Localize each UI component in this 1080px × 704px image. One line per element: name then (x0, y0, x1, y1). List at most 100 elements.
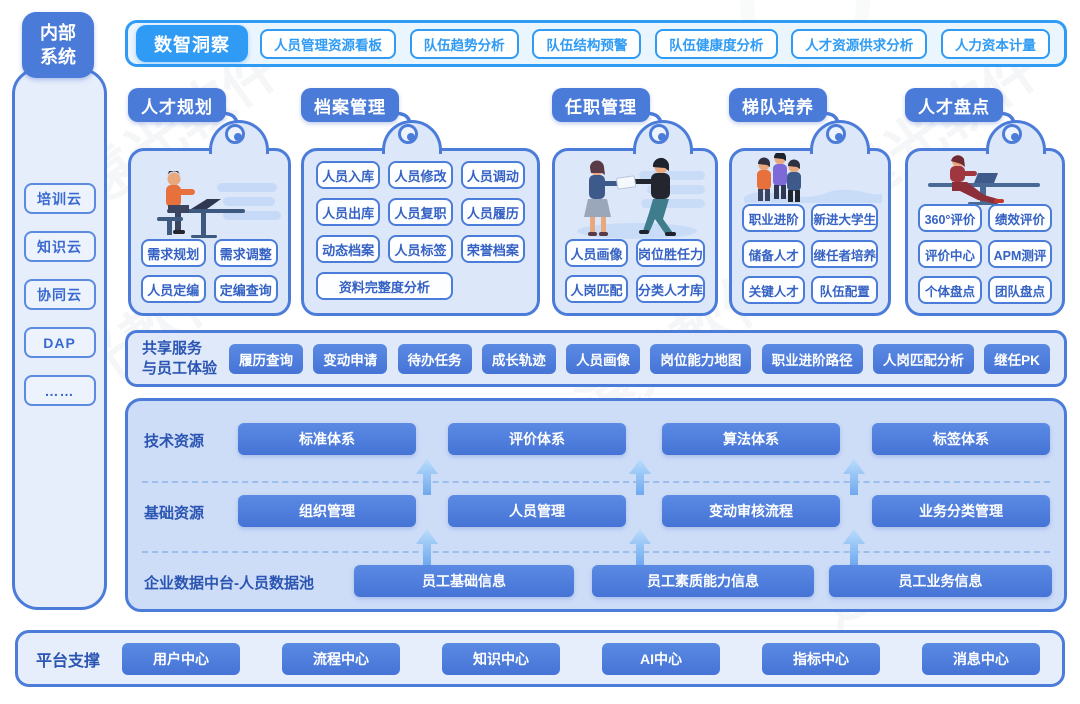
card-button-key-talent[interactable]: 关键人才 (742, 276, 806, 304)
card-button-team-review[interactable]: 团队盘点 (988, 276, 1052, 304)
shared-button-resume-query[interactable]: 履历查询 (229, 343, 304, 374)
card-button-individual-review[interactable]: 个体盘点 (918, 276, 982, 304)
card-button-team-allocation[interactable]: 队伍配置 (811, 276, 878, 304)
archive-management-card: 人员入库 人员修改 人员调动 人员出库 人员复职 人员履历 动态档案 人员标签 … (301, 111, 540, 316)
card-button-staffing-quota[interactable]: 人员定编 (141, 275, 206, 303)
platform-support-row: 平台支撑 用户中心 流程中心 知识中心 AI中心 指标中心 消息中心 (15, 630, 1065, 687)
card-button-person-resume[interactable]: 人员履历 (460, 198, 525, 226)
insight-item-team-structure-alert[interactable]: 队伍结构预警 (532, 28, 642, 59)
sidebar-item-collaboration-cloud[interactable]: 协同云 (23, 279, 96, 310)
shared-button-growth-track[interactable]: 成长轨迹 (481, 343, 556, 374)
resource-stack-panel: 技术资源 标准体系 评价体系 算法体系 标签体系 基础资源 组织管理 人员管理 … (125, 398, 1067, 612)
card-title-talent-review: 人才盘点 (905, 88, 1003, 122)
platform-button-ai-center[interactable]: AI中心 (601, 642, 720, 675)
stack-button-standard-system[interactable]: 标准体系 (238, 423, 416, 455)
up-arrow-icon (629, 459, 651, 495)
stack-button-employee-basic-info[interactable]: 员工基础信息 (354, 565, 574, 597)
card-button-new-graduates[interactable]: 新进大学生 (811, 204, 878, 232)
internal-systems-panel: 培训云 知识云 协同云 DAP …… (12, 68, 107, 610)
divider-dotted-line (142, 481, 1050, 483)
card-button-person-exit[interactable]: 人员出库 (316, 198, 381, 226)
stack-button-business-classification[interactable]: 业务分类管理 (872, 495, 1050, 527)
team-group-illustration (744, 153, 882, 203)
card-button-evaluation-center[interactable]: 评价中心 (918, 240, 982, 268)
internal-systems-title: 内部系统 (22, 12, 94, 78)
stack-button-personnel-management[interactable]: 人员管理 (448, 495, 626, 527)
tag-hole-icon (826, 124, 846, 144)
shared-button-match-analysis[interactable]: 人岗匹配分析 (872, 343, 974, 374)
platform-button-indicator-center[interactable]: 指标中心 (761, 642, 880, 675)
platform-button-process-center[interactable]: 流程中心 (282, 642, 400, 675)
card-button-person-transfer[interactable]: 人员调动 (460, 161, 525, 189)
card-button-quota-query[interactable]: 定编查询 (213, 275, 278, 303)
stack-button-change-approval-flow[interactable]: 变动审核流程 (662, 495, 840, 527)
card-title-echelon-development: 梯队培养 (729, 88, 827, 122)
sidebar-item-knowledge-cloud[interactable]: 知识云 (23, 231, 96, 262)
insight-item-talent-supply-demand[interactable]: 人才资源供求分析 (791, 28, 928, 59)
card-button-person-entry[interactable]: 人员入库 (316, 161, 381, 189)
technical-resources-label: 技术资源 (144, 433, 205, 450)
data-platform-label: 企业数据中台-人员数据池 (144, 575, 314, 592)
card-title-talent-planning: 人才规划 (128, 88, 226, 122)
shared-services-row: 共享服务 与员工体验 履历查询 变动申请 待办任务 成长轨迹 人员画像 岗位能力… (125, 330, 1067, 387)
card-button-person-edit[interactable]: 人员修改 (388, 161, 453, 189)
two-people-handshake-illustration (577, 157, 705, 239)
sidebar-item-more[interactable]: …… (23, 375, 96, 406)
up-arrow-icon (843, 459, 865, 495)
up-arrow-icon (843, 529, 865, 565)
shared-button-succession-pk[interactable]: 继任PK (984, 343, 1050, 374)
up-arrow-icon (416, 459, 438, 495)
shared-services-label: 共享服务 与员工体验 (142, 340, 218, 377)
person-at-desk-illustration (157, 171, 281, 238)
platform-button-message-center[interactable]: 消息中心 (921, 642, 1040, 675)
sidebar-item-dap[interactable]: DAP (23, 327, 96, 358)
card-button-360-evaluation[interactable]: 360°评价 (918, 204, 982, 232)
shared-button-change-request[interactable]: 变动申请 (313, 343, 388, 374)
card-button-apm-assessment[interactable]: APM测评 (988, 240, 1052, 268)
shared-button-todo-tasks[interactable]: 待办任务 (397, 343, 472, 374)
up-arrow-icon (416, 529, 438, 565)
card-button-dynamic-archive[interactable]: 动态档案 (316, 235, 381, 263)
card-button-demand-adjustment[interactable]: 需求调整 (213, 239, 278, 267)
card-button-classified-talent-pool[interactable]: 分类人才库 (635, 275, 705, 303)
card-title-appointment-management: 任职管理 (552, 88, 650, 122)
digital-insight-bar: 数智洞察 人员管理资源看板 队伍趋势分析 队伍结构预警 队伍健康度分析 人才资源… (125, 20, 1067, 67)
insight-item-team-trend-analysis[interactable]: 队伍趋势分析 (409, 28, 519, 59)
card-button-honor-archive[interactable]: 荣誉档案 (460, 235, 525, 263)
card-title-archive-management: 档案管理 (301, 88, 399, 122)
stack-button-tag-system[interactable]: 标签体系 (872, 423, 1050, 455)
shared-button-post-ability-map[interactable]: 岗位能力地图 (650, 343, 752, 374)
stack-button-employee-business-info[interactable]: 员工业务信息 (829, 565, 1052, 597)
card-button-demand-planning[interactable]: 需求规划 (141, 239, 206, 267)
card-button-performance-evaluation[interactable]: 绩效评价 (988, 204, 1052, 232)
appointment-management-card: 人员画像 岗位胜任力 人岗匹配 分类人才库 (552, 111, 718, 316)
tag-hole-icon (398, 124, 418, 144)
card-button-person-post-match[interactable]: 人岗匹配 (565, 275, 628, 303)
up-arrow-icon (629, 529, 651, 565)
sidebar-item-training-cloud[interactable]: 培训云 (23, 183, 96, 214)
platform-button-user-center[interactable]: 用户中心 (122, 642, 241, 675)
card-button-successor-training[interactable]: 继任者培养 (811, 240, 878, 268)
echelon-development-card: 职业进阶 新进大学生 储备人才 继任者培养 关键人才 队伍配置 (729, 111, 891, 316)
insight-item-human-capital-metrics[interactable]: 人力资本计量 (940, 28, 1050, 59)
platform-button-knowledge-center[interactable]: 知识中心 (441, 642, 560, 675)
tag-hole-icon (649, 124, 669, 144)
stack-button-organization-management[interactable]: 组织管理 (238, 495, 416, 527)
card-button-post-competency[interactable]: 岗位胜任力 (635, 239, 705, 267)
shared-button-person-portrait[interactable]: 人员画像 (566, 343, 641, 374)
card-button-person-reinstate[interactable]: 人员复职 (388, 198, 453, 226)
card-button-reserve-talent[interactable]: 储备人才 (742, 240, 806, 268)
stack-button-algorithm-system[interactable]: 算法体系 (662, 423, 840, 455)
insight-item-personnel-dashboard[interactable]: 人员管理资源看板 (260, 28, 396, 59)
talent-planning-card: 需求规划 需求调整 人员定编 定编查询 (128, 111, 291, 316)
card-button-career-advancement[interactable]: 职业进阶 (742, 204, 806, 232)
shared-button-career-path[interactable]: 职业进阶路径 (761, 343, 863, 374)
card-button-person-portrait[interactable]: 人员画像 (565, 239, 628, 267)
insight-item-team-health-analysis[interactable]: 队伍健康度分析 (655, 28, 778, 59)
stack-button-evaluation-system[interactable]: 评价体系 (448, 423, 626, 455)
basic-resources-label: 基础资源 (144, 505, 205, 522)
stack-button-employee-competency-info[interactable]: 员工素质能力信息 (592, 565, 814, 597)
card-button-data-completeness-analysis[interactable]: 资料完整度分析 (316, 272, 453, 300)
card-button-person-tags[interactable]: 人员标签 (388, 235, 453, 263)
